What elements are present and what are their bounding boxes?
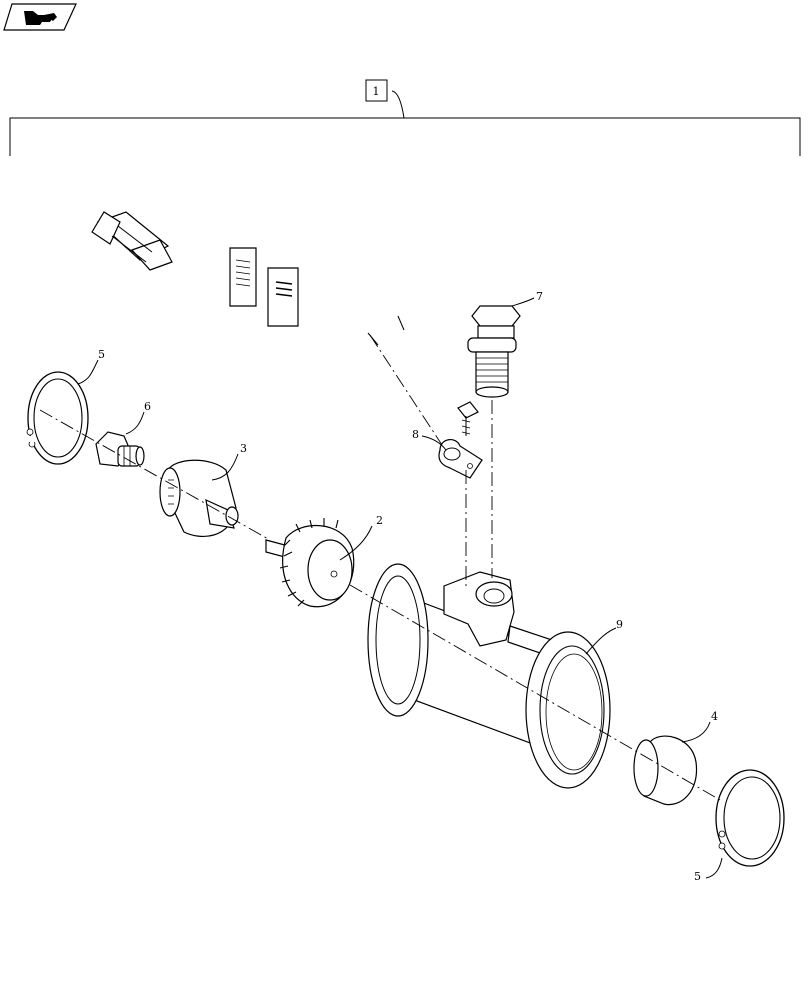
nav-book-button[interactable] (3, 3, 77, 31)
snap-ring-5-left (26, 371, 89, 465)
snap-ring-5-right (715, 769, 785, 867)
fitting-part-6 (95, 431, 145, 467)
callout-3: 3 (240, 442, 247, 455)
clip-part-8 (438, 401, 483, 479)
callout-4: 4 (711, 710, 718, 723)
callout-6: 6 (144, 400, 151, 413)
callout-5-left: 5 (98, 348, 105, 361)
cap-part-3 (159, 459, 239, 538)
callout-7: 7 (536, 290, 543, 303)
callout-9: 9 (616, 618, 623, 631)
plug-part-4 (633, 735, 698, 806)
assembly-leader (391, 90, 405, 119)
housing-part-9 (367, 563, 611, 789)
sensor-part-7 (467, 305, 521, 398)
gear-part-2 (265, 518, 355, 608)
wire-harness (91, 211, 501, 349)
callout-5-right: 5 (694, 870, 701, 883)
callout-2: 2 (376, 514, 383, 527)
callout-leaders (77, 297, 723, 879)
book-page-icon (24, 11, 57, 25)
callout-8: 8 (412, 428, 419, 441)
assembly-label: 1 (373, 85, 380, 98)
centerlines (39, 334, 721, 801)
assembly-callout[interactable]: 1 (365, 79, 388, 102)
assembly-bracket (9, 117, 801, 156)
